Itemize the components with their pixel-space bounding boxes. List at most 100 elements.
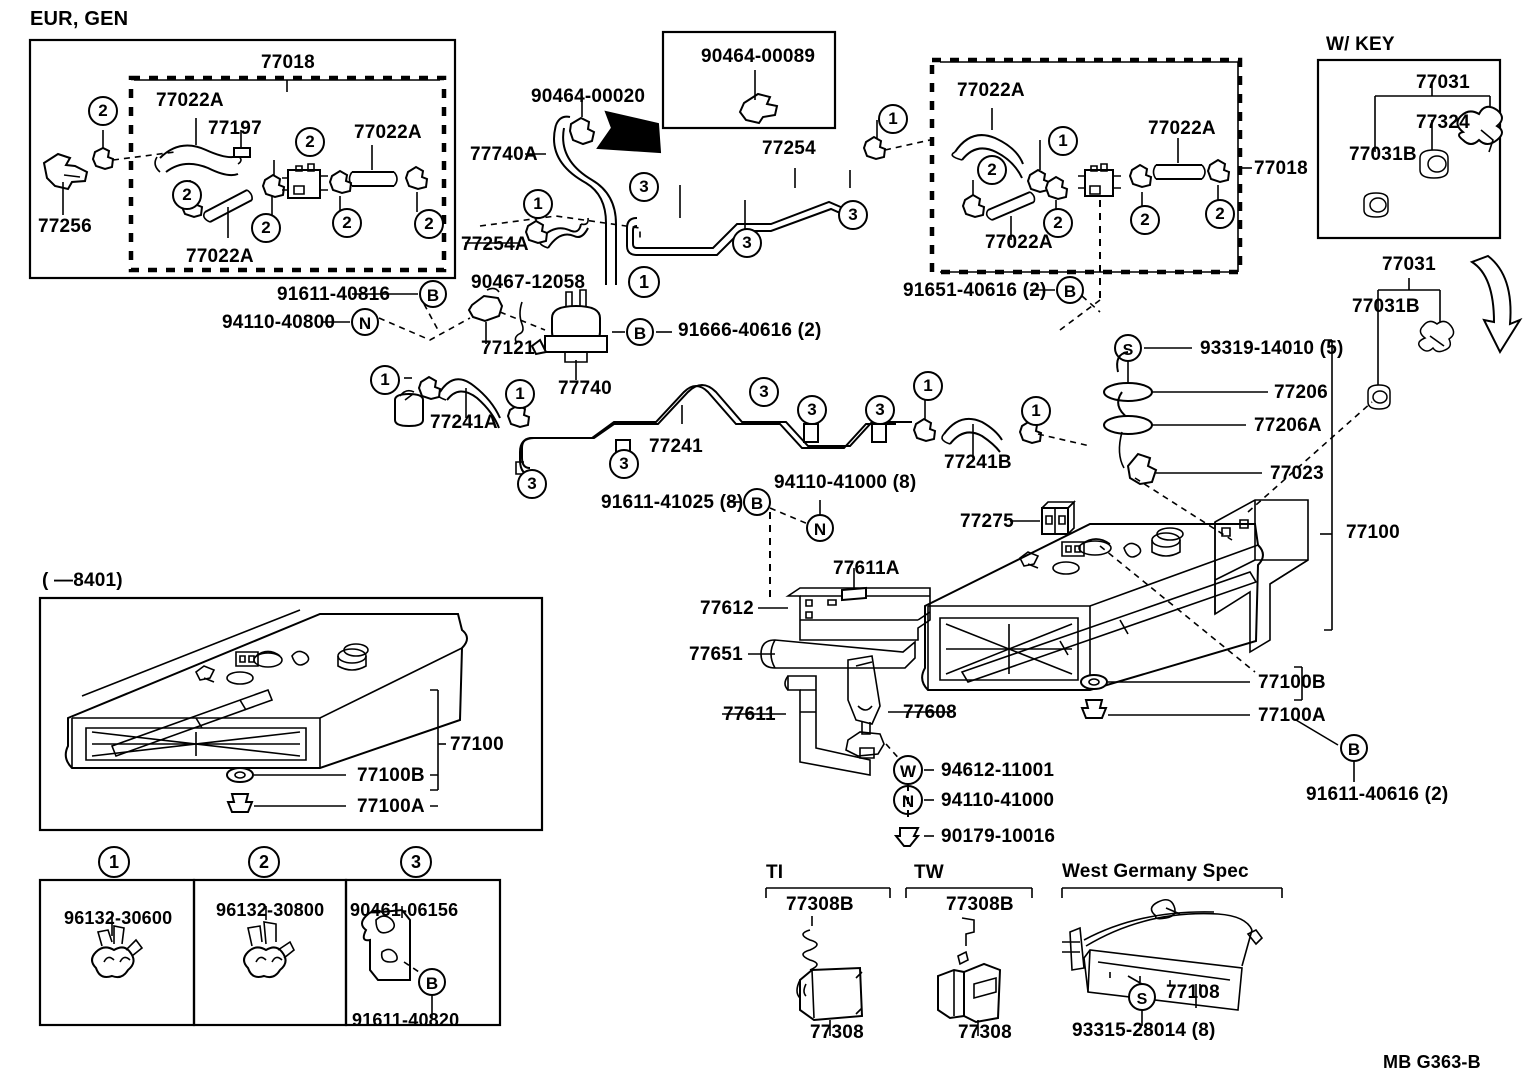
marker-number-1: 1: [1048, 126, 1078, 156]
marker-number-3: 3: [865, 395, 895, 425]
legend-marker-3: 3: [400, 846, 432, 878]
part-label-90179-10016: 90179-10016: [941, 826, 1056, 847]
part-label-94110-41000: 94110-41000 (8): [774, 472, 917, 493]
marker-number-1: 1: [370, 365, 400, 395]
part-label-77611A: 77611A: [833, 558, 900, 579]
marker-number-3: 3: [517, 469, 547, 499]
legend-marker-2: 2: [248, 846, 280, 878]
part-label-91611-40816: 91611-40816: [277, 284, 391, 305]
marker-number-1: 1: [1021, 396, 1051, 426]
marker-number-1: 1: [878, 104, 908, 134]
part-label-91651-40616: 91651-40616 (2): [903, 280, 1047, 301]
marker-number-3: 3: [838, 200, 868, 230]
marker-number-3: 3: [797, 395, 827, 425]
marker-number-3: 3: [629, 172, 659, 202]
part-label-77611: 77611: [723, 704, 776, 725]
part-label-77254: 77254: [762, 138, 816, 159]
section-title-early: ( —8401): [42, 570, 123, 591]
marker-number-3: 3: [749, 377, 779, 407]
part-label-77031B: 77031B: [1349, 144, 1417, 165]
legend-part-91611-40820: 91611-40820: [352, 1010, 460, 1030]
part-label-77740A: 77740A: [470, 144, 538, 165]
marker-number-2: 2: [1043, 208, 1073, 238]
part-label-77254A: 77254A: [461, 234, 529, 255]
variant-label-77308: 77308: [810, 1022, 864, 1043]
legend-part-96132-30600: 96132-30600: [64, 908, 173, 928]
variant-label-77308B: 77308B: [786, 894, 854, 915]
legend-part-96132-30800: 96132-30800: [216, 900, 325, 920]
part-label-77031: 77031: [1382, 254, 1436, 275]
part-label-77608: 77608: [903, 702, 957, 723]
part-label-77256: 77256: [38, 216, 92, 237]
marker-number-2: 2: [1205, 199, 1235, 229]
marker-number-3: 3: [732, 228, 762, 258]
section-title-eur-gen: EUR, GEN: [30, 8, 129, 30]
marker-number-2: 2: [977, 155, 1007, 185]
part-label-94110-40800: 94110-40800: [222, 312, 336, 333]
svg-text:B: B: [1348, 740, 1360, 759]
marker-number-3: 3: [609, 449, 639, 479]
variant-label-93315-28014: 93315-28014 (8): [1072, 1020, 1216, 1041]
part-label-77100B: 77100B: [1258, 672, 1326, 693]
svg-text:B: B: [1064, 282, 1076, 301]
marker-number-2: 2: [414, 209, 444, 239]
part-label-77100B: 77100B: [357, 765, 425, 786]
part-label-94612-11001: 94612-11001: [941, 760, 1055, 781]
section-title-west-germany: West Germany Spec: [1062, 861, 1249, 882]
marker-number-2: 2: [332, 208, 362, 238]
part-label-94110-41000: 94110-41000: [941, 790, 1055, 811]
part-label-77241B: 77241B: [944, 452, 1012, 473]
part-label-77100A: 77100A: [1258, 705, 1326, 726]
part-label-90464-00089: 90464-00089: [701, 46, 816, 67]
part-label-77018: 77018: [261, 52, 315, 73]
sheet-code: MB G363-B: [1383, 1052, 1481, 1072]
part-label-77241: 77241: [649, 436, 703, 457]
marker-number-1: 1: [505, 379, 535, 409]
section-title-w-key: W/ KEY: [1326, 34, 1395, 55]
part-label-77031: 77031: [1416, 72, 1470, 93]
part-label-77612: 77612: [700, 598, 754, 619]
svg-text:S: S: [1137, 991, 1148, 1008]
part-label-77651: 77651: [689, 644, 743, 665]
marker-number-1: 1: [523, 189, 553, 219]
variant-label-77308: 77308: [958, 1022, 1012, 1043]
marker-number-2: 2: [295, 127, 325, 157]
variant-label-77108: 77108: [1166, 982, 1220, 1003]
svg-text:B: B: [426, 974, 438, 993]
section-title-tw: TW: [914, 862, 944, 883]
part-label-77121: 77121: [481, 338, 535, 359]
part-label-90467-12058: 90467-12058: [471, 272, 586, 293]
part-label-77022A: 77022A: [156, 90, 224, 111]
marker-number-2: 2: [88, 96, 118, 126]
part-label-77206A: 77206A: [1254, 415, 1322, 436]
part-label-77241A: 77241A: [430, 412, 498, 433]
part-label-77197: 77197: [208, 118, 262, 139]
legend-marker-1: 1: [98, 846, 130, 878]
svg-text:S: S: [1123, 342, 1134, 359]
part-label-77206: 77206: [1274, 382, 1328, 403]
part-label-93319-14010: 93319-14010 (5): [1200, 338, 1344, 359]
part-label-77022A: 77022A: [985, 232, 1053, 253]
svg-text:B: B: [634, 324, 646, 343]
marker-number-2: 2: [1130, 205, 1160, 235]
part-label-77100: 77100: [450, 734, 504, 755]
part-label-77100: 77100: [1346, 522, 1400, 543]
part-label-77324: 77324: [1416, 112, 1470, 133]
svg-text:B: B: [751, 494, 763, 513]
marker-number-1: 1: [628, 266, 660, 298]
marker-number-2: 2: [251, 213, 281, 243]
part-label-77022A: 77022A: [957, 80, 1025, 101]
svg-text:B: B: [427, 286, 439, 305]
part-label-90464-00020: 90464-00020: [531, 86, 646, 107]
marker-number-1: 1: [913, 371, 943, 401]
part-label-77031B: 77031B: [1352, 296, 1420, 317]
variant-label-77308B: 77308B: [946, 894, 1014, 915]
part-label-77740: 77740: [558, 378, 612, 399]
part-label-77022A: 77022A: [1148, 118, 1216, 139]
part-label-77275: 77275: [960, 511, 1014, 532]
part-label-77022A: 77022A: [186, 246, 254, 267]
part-label-91611-41025: 91611-41025 (8): [601, 492, 744, 513]
part-label-91666-40616: 91666-40616 (2): [678, 320, 822, 341]
